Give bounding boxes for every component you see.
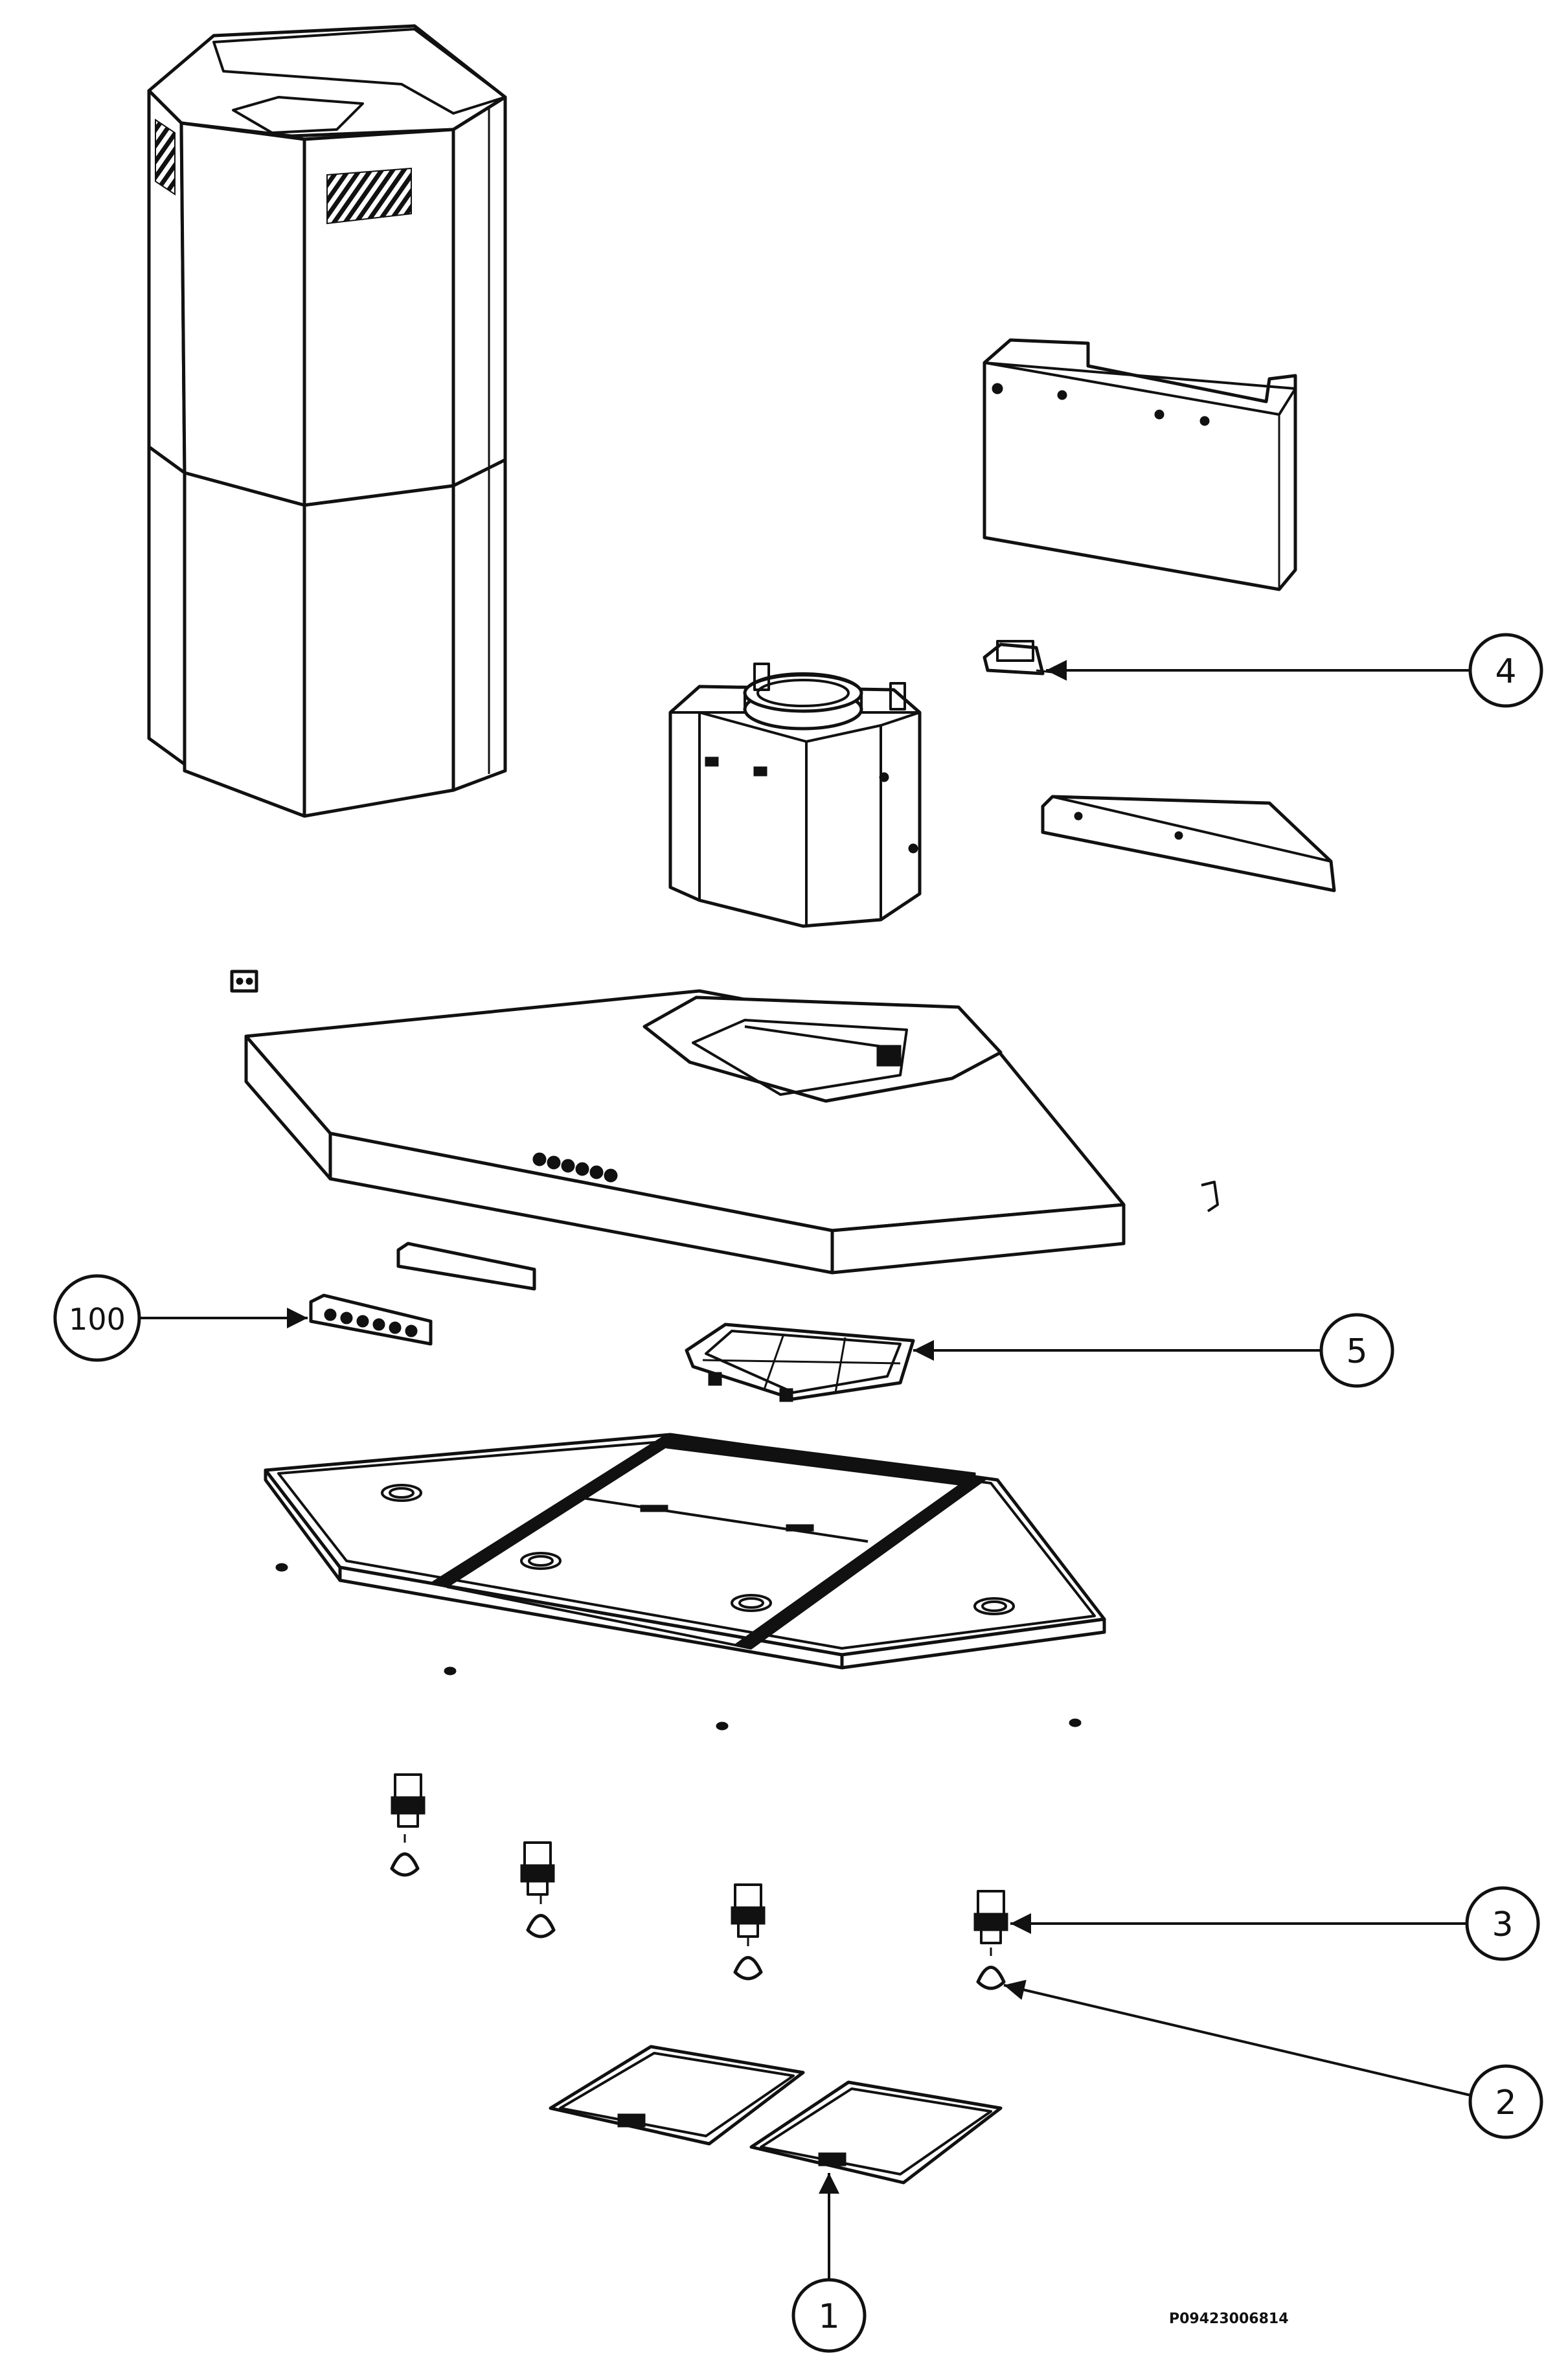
lamp-holder: [391, 1773, 426, 1828]
part-3-lamp-holders: [391, 1773, 1008, 1944]
small-clip-left: [230, 970, 258, 993]
part-4-component: [983, 640, 1063, 676]
motor-housing: [668, 663, 922, 928]
vent-grille-left: [155, 119, 176, 196]
drawing-code: P09423006814: [1169, 2311, 1289, 2327]
lamp-holder: [973, 1890, 1008, 1944]
bottom-frame: [264, 1433, 1106, 1670]
callout-2: 2: [1468, 2064, 1543, 2139]
callout-1-label: 1: [818, 2297, 839, 2336]
part-100-control-panel: [309, 1293, 433, 1346]
wall-rail: [1041, 795, 1336, 892]
switch-cover-strip: [396, 1242, 536, 1291]
lamp-holder: [520, 1841, 555, 1896]
bulb: [976, 1948, 1006, 1990]
callout-100-label: 100: [69, 1302, 126, 1337]
callout-3: 3: [1465, 1886, 1540, 1961]
hood-canopy: [244, 989, 1126, 1275]
lamp-holder: [731, 1883, 766, 1938]
bulb: [390, 1834, 420, 1877]
callout-2-label: 2: [1495, 2084, 1516, 2122]
callout-100: 100: [53, 1274, 141, 1362]
callout-3-label: 3: [1492, 1905, 1513, 1944]
small-hook-right: [1201, 1181, 1219, 1212]
callout-4-label: 4: [1495, 652, 1516, 691]
leader-lines: [139, 660, 1471, 2280]
part-5-charcoal-filter: [685, 1323, 915, 1402]
bulb: [733, 1938, 763, 1981]
vent-grille-front: [326, 167, 412, 225]
chimney-cover: [147, 24, 507, 818]
part-1-grease-filters: [549, 2045, 1003, 2185]
callout-5-label: 5: [1346, 1332, 1367, 1371]
grease-filter: [749, 2080, 1003, 2185]
callout-5: 5: [1319, 1313, 1394, 1388]
callout-1: 1: [791, 2278, 867, 2353]
grease-filter: [549, 2045, 805, 2146]
bulb: [526, 1896, 556, 1938]
control-buttons: [532, 1152, 618, 1183]
chimney-bracket: [983, 338, 1297, 591]
callout-4: 4: [1468, 633, 1543, 708]
part-2-bulbs: [390, 1834, 1006, 1990]
screws: [275, 1563, 1082, 1731]
